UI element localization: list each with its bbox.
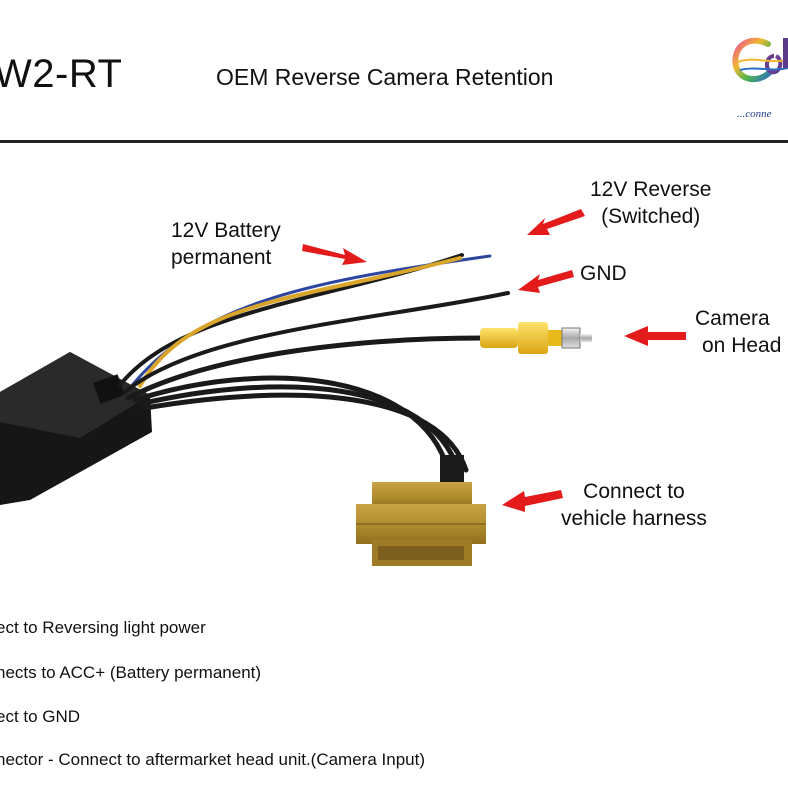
rca-camera-connector	[480, 322, 592, 354]
note-reverse: ect to Reversing light power	[0, 618, 206, 637]
logo-tagline: ...conne	[737, 108, 772, 120]
note-camera: nector - Connect to aftermarket head uni…	[0, 750, 425, 769]
arrow-battery	[302, 244, 367, 265]
reverse-label: 12V Reverse (Switched)	[590, 176, 711, 230]
battery-label-line2: permanent	[171, 246, 272, 269]
document-title: OEM Reverse Camera Retention	[216, 64, 554, 90]
arrow-harness	[502, 490, 563, 512]
wire-bundle	[118, 253, 510, 473]
header-divider	[0, 140, 788, 143]
harness-label: Connect to vehicle harness	[561, 478, 707, 532]
arrow-camera	[624, 326, 686, 346]
note-acc: nects to ACC+ (Battery permanent)	[0, 663, 262, 682]
gnd-label: GND	[580, 262, 627, 285]
arrow-gnd	[518, 270, 574, 293]
interface-module	[0, 352, 152, 505]
company-logo	[732, 37, 788, 83]
camera-label: Camera on Head	[695, 305, 781, 359]
battery-label-line1: 12V Battery	[171, 219, 281, 242]
model-number: W2-RT	[0, 52, 123, 96]
vehicle-harness-connector	[356, 455, 486, 566]
reverse-label-line2: (Switched)	[601, 205, 701, 228]
camera-label-line2: on Head	[702, 334, 782, 357]
harness-label-line2: vehicle harness	[561, 507, 707, 530]
reverse-label-line1: 12V Reverse	[590, 178, 712, 201]
battery-label: 12V Battery permanent	[171, 217, 281, 271]
wiring-diagram	[0, 209, 686, 566]
camera-label-line1: Camera	[695, 307, 770, 330]
harness-label-line1: Connect to	[583, 480, 685, 503]
note-gnd: ect to GND	[0, 707, 81, 726]
arrow-reverse	[527, 209, 585, 235]
